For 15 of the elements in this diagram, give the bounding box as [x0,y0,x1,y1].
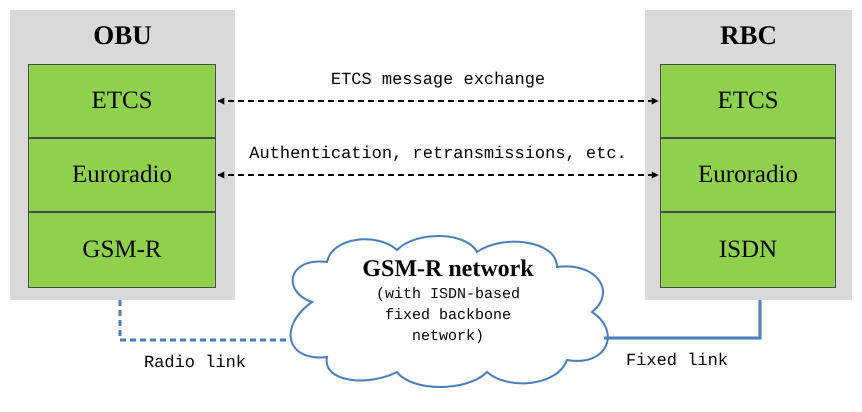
panel-title: OBU [92,22,153,49]
layer-box: Euroradio [28,138,216,212]
layer-box: GSM-R [28,212,216,288]
layer-box: Euroradio [660,138,836,212]
panel [10,10,235,300]
layer-box: ISDN [660,212,836,288]
panel [645,10,852,300]
double-arrow [217,98,659,104]
layer-box: ETCS [660,64,836,138]
panel-title: RBC [718,22,778,49]
cloud-title: GSM-R network [362,255,534,284]
double-arrow [217,172,659,178]
layer-box: ETCS [28,64,216,138]
cloud-description: (with ISDN-based fixed backbone network) [374,285,522,347]
link-line [604,300,762,340]
